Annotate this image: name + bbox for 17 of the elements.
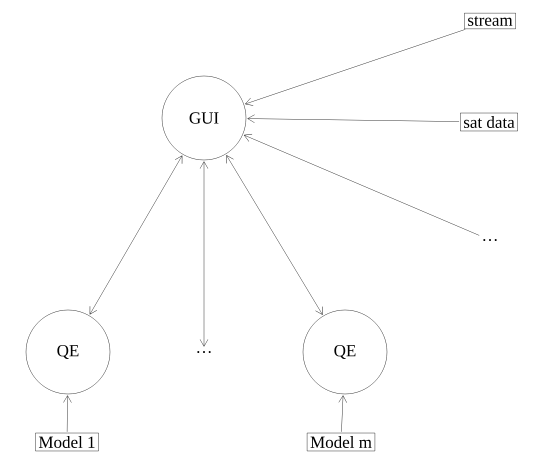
label-box: stream [464,12,516,30]
label-box: Model m [306,432,376,452]
ellipsis-text: … [483,239,497,241]
arrow [226,155,323,315]
ellipsis-text: … [197,351,211,353]
label-box: sat data [460,112,518,132]
circle-node: GUI [162,76,246,160]
circle-node: QE [302,310,388,394]
arrow [247,114,460,123]
arrow [244,134,480,236]
arrow [245,29,466,106]
label-box: Model 1 [35,432,99,452]
circle-node: QE [26,310,110,394]
arrow [338,395,347,432]
arrow [200,161,208,347]
arrow [63,395,72,432]
arrow [90,156,182,314]
